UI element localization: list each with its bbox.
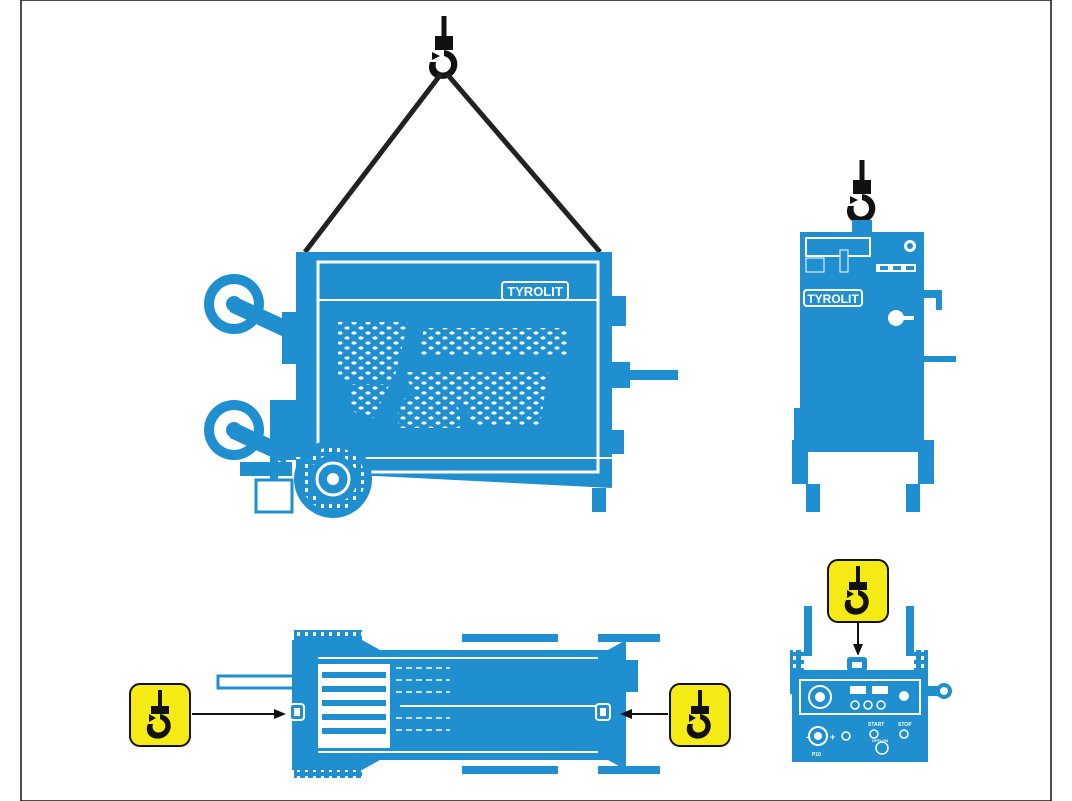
logo-text: TYROLIT	[807, 292, 859, 306]
arrow-icon	[853, 622, 863, 656]
lifting-point-badge-icon	[129, 683, 191, 747]
stop-label: STOP	[898, 722, 912, 728]
lifting-sling-left	[303, 72, 443, 254]
front-view-lifted: TYROLIT	[792, 160, 956, 512]
off-on-label: OFF/ ON	[872, 738, 888, 743]
arrow-icon	[192, 709, 286, 719]
machine-body	[296, 252, 612, 488]
machine-body-rear	[792, 670, 928, 762]
main-wheel	[294, 440, 372, 518]
arrow-icon	[620, 709, 668, 719]
brand-logo: TYROLIT	[501, 281, 569, 301]
perforated-panel	[338, 322, 408, 420]
lifting-point-badge-icon	[827, 559, 889, 623]
crane-hook-icon	[846, 160, 876, 223]
svg-text:-: -	[806, 732, 809, 742]
logo-text: TYROLIT	[507, 284, 563, 299]
support-foot	[254, 478, 294, 514]
lifting-point-badge-icon	[669, 683, 731, 747]
transport-wheel-upper	[204, 274, 286, 338]
crane-hook-icon	[428, 16, 458, 79]
side-view-lifted: TYROLIT	[204, 16, 678, 518]
rear-view-lifting-point: - + START STOP OFF/ ON P10	[790, 559, 952, 762]
top-view-lifting-points	[129, 630, 731, 778]
lifting-eye-right	[595, 703, 611, 721]
lifting-sling-right	[445, 72, 602, 254]
lifting-eye-left	[289, 703, 305, 721]
brand-logo: TYROLIT	[803, 289, 863, 307]
page-border	[20, 0, 1052, 801]
svg-text:+: +	[830, 732, 835, 742]
start-label: START	[868, 722, 884, 728]
p10-label: P10	[812, 752, 821, 758]
